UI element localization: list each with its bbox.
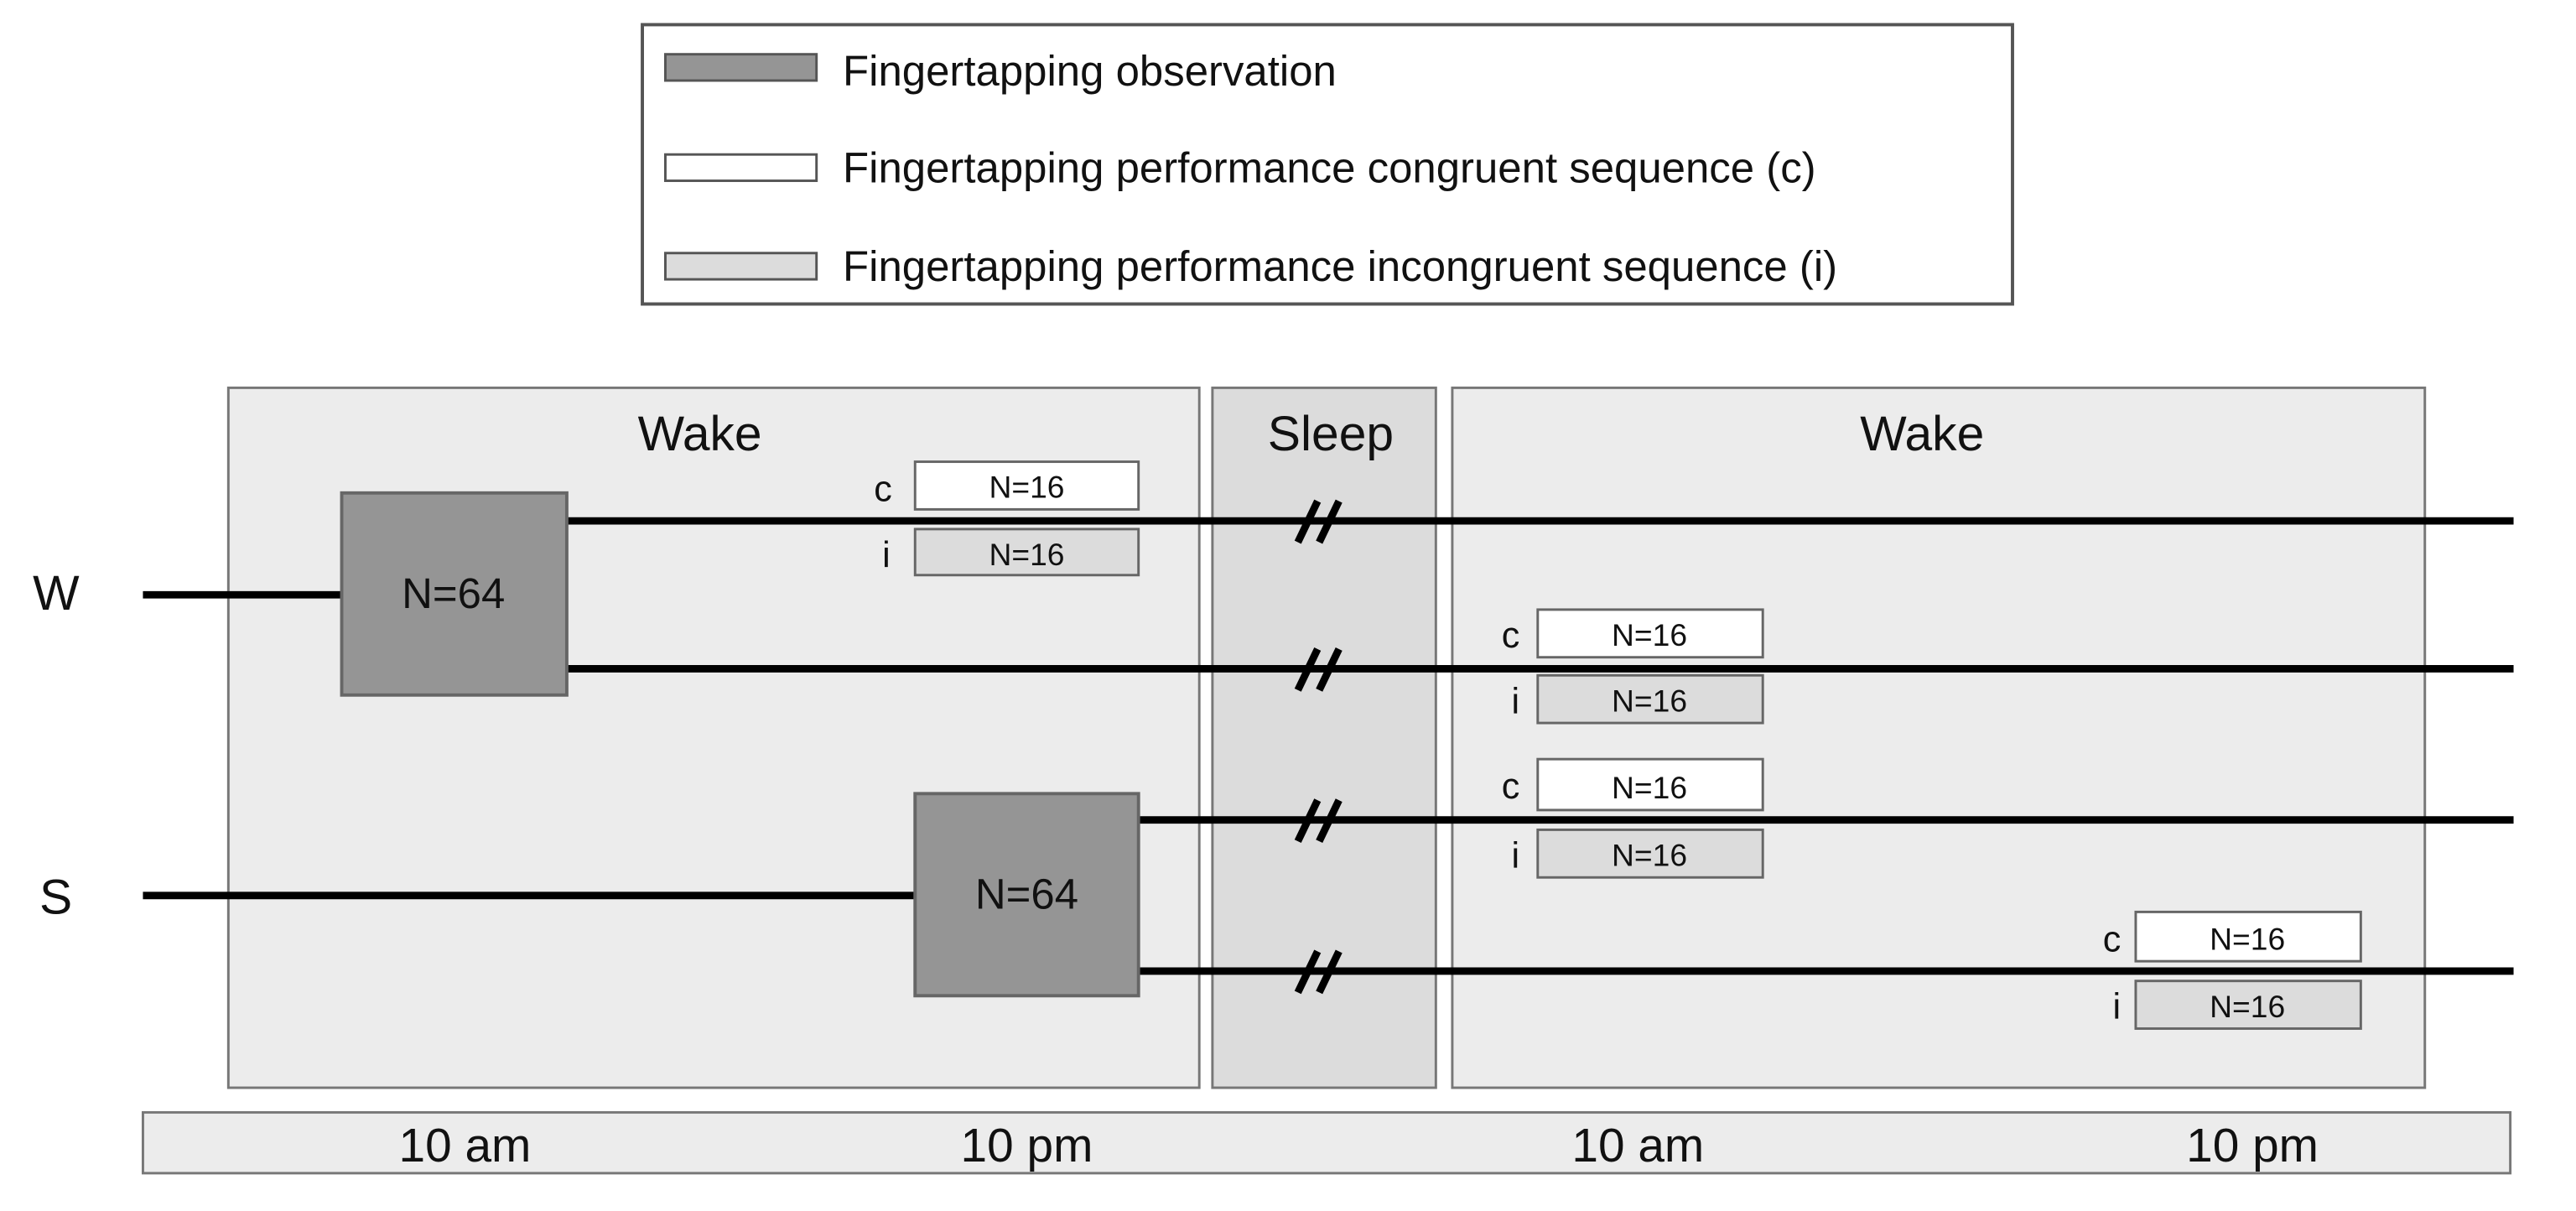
svg-text:c: c [874, 470, 892, 510]
time-label: 10 am [1571, 1120, 1704, 1172]
legend-label-congruent: Fingertapping performance congruent sequ… [843, 144, 1816, 192]
observation-n-w: N=64 [402, 569, 505, 617]
test-boxes-1: N=16 c N=16 i [874, 460, 1140, 577]
group-label-s: S [39, 870, 72, 924]
timeline-lines [143, 517, 2514, 975]
svg-text:N=16: N=16 [989, 537, 1064, 572]
svg-text:i: i [882, 535, 891, 575]
legend-swatch-incongruent [664, 252, 818, 281]
phase-label-wake-1: Wake [638, 407, 762, 461]
test-boxes-4: N=16 c N=16 i [2103, 910, 2362, 1030]
svg-text:c: c [1502, 616, 1520, 656]
legend-label-observation: Fingertapping observation [843, 47, 1337, 95]
time-label: 10 am [399, 1120, 532, 1172]
svg-text:N=16: N=16 [1612, 770, 1687, 805]
observation-n-s: N=64 [975, 870, 1078, 917]
svg-text:N=16: N=16 [1612, 838, 1687, 873]
observation-box-s [913, 792, 1140, 998]
time-label: 10 pm [2186, 1120, 2319, 1172]
svg-text:i: i [1511, 835, 1519, 876]
svg-text:N=16: N=16 [2210, 989, 2285, 1024]
svg-text:c: c [2103, 919, 2122, 959]
legend-swatch-congruent [664, 153, 818, 183]
legend-swatch-observation [664, 53, 818, 82]
sleep-break-marks [1294, 499, 1343, 995]
legend-label-incongruent: Fingertapping performance incongruent se… [843, 242, 1837, 290]
svg-text:i: i [1511, 681, 1519, 721]
legend: Fingertapping observation Fingertapping … [641, 23, 2014, 306]
time-axis-bar [141, 1110, 2512, 1175]
phase-label-wake-2: Wake [1860, 407, 1984, 461]
group-label-w: W [33, 566, 80, 621]
observation-box-w [340, 491, 569, 697]
test-boxes-2: N=16 c N=16 i [1502, 608, 1764, 725]
svg-text:N=16: N=16 [989, 470, 1064, 505]
svg-text:i: i [2113, 987, 2122, 1027]
svg-text:N=16: N=16 [1612, 617, 1687, 652]
svg-text:c: c [1502, 767, 1520, 807]
phase-label-sleep: Sleep [1268, 407, 1394, 461]
svg-text:N=16: N=16 [1612, 683, 1687, 718]
svg-text:N=16: N=16 [2210, 921, 2285, 956]
test-boxes-3: N=16 c N=16 i [1502, 757, 1764, 879]
time-label: 10 pm [961, 1120, 1093, 1172]
